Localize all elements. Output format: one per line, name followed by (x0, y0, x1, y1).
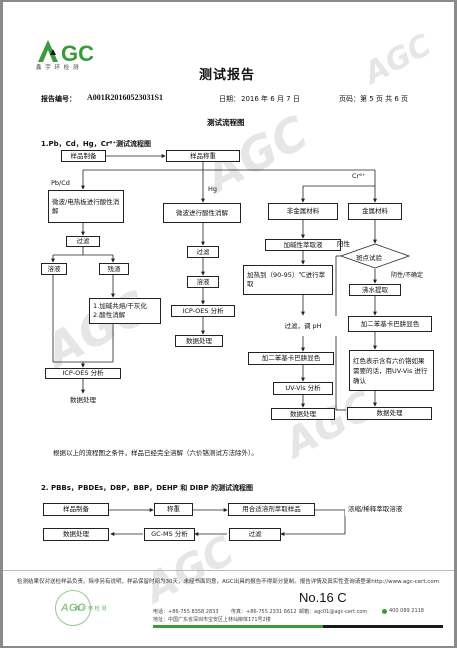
flow-title: 测试流程图 (207, 118, 245, 127)
logo-subtitle: 鑫 宇 环 检 测 (36, 65, 80, 71)
date-label: 日期： (219, 95, 240, 103)
positive-label: 阳性 (337, 240, 350, 248)
spot-test-label: 斑点试验 (356, 254, 382, 262)
report-no: A001R20160523031S1 (87, 93, 164, 102)
s2-sample-prep-box: 样品制备 (43, 503, 109, 516)
report-page: AGC AGC AGC AGC AGC GC 鑫 宇 环 检 测 测试报告 报告… (3, 2, 454, 646)
metal-box: 金属材料 (348, 203, 402, 220)
report-title: 测试报告 (199, 68, 256, 83)
section1-title: 1.Pb，Cd，Hg，Cr⁶⁺测试流程图 (41, 140, 152, 148)
filter-ph-step: 过滤，调 pH (259, 316, 347, 336)
report-no-label: 报告编号： (41, 95, 76, 103)
data-metal-box: 数据处理 (347, 407, 432, 420)
icp-oes-pb-box: ICP-OES 分析 (45, 368, 121, 379)
branch-cr-label: Cr⁶⁺ (352, 172, 366, 180)
sample-weigh-box: 样品称重 (166, 150, 240, 162)
alkali-fusion-step2: 2.酸性消解 (93, 311, 126, 319)
footer-divider (3, 570, 454, 571)
negative-label: 阴性/不确定 (391, 272, 424, 279)
flowchart-connectors (51, 154, 411, 536)
svg-text:GC: GC (61, 41, 94, 66)
company-logo: GC (36, 38, 106, 72)
pbcd-digest-box: 微波/电热板进行酸性消解 (48, 190, 124, 223)
seal-text: 鑫 宇 环 检 测 (75, 606, 107, 612)
spot-test-diamond (339, 243, 411, 269)
alkali-extract-box: 加碱性萃取液 (265, 239, 341, 251)
filter-hg-box: 过滤 (187, 246, 219, 258)
hotline-icon (382, 609, 387, 614)
footer-dark-bar (323, 625, 443, 628)
data-cr-box: 数据处理 (271, 408, 335, 420)
footer-disclaimer: 检测结果仅对送检样品负责。除非另有说明，样品保留时间为30天，未经书面同意，AG… (17, 579, 440, 585)
sample-prep-box: 样品制备 (61, 150, 106, 162)
diphenyl-box-1: 加二苯基卡巴肼显色 (248, 352, 334, 365)
s2-filter-box: 过滤 (229, 528, 281, 541)
section2-title: 2. PBBs，PBDEs，DBP，BBP，DEHP 和 DIBP 的测试流程图 (41, 484, 254, 492)
data-pb-step: 数据处理 (55, 394, 111, 406)
s2-data-box: 数据处理 (43, 528, 109, 541)
residue-box: 残渣 (99, 263, 129, 275)
solution1-box: 溶液 (41, 263, 67, 275)
branch-pbcd-label: Pb/Cd (51, 179, 70, 187)
nonmetal-box: 非金属材料 (268, 203, 338, 220)
boil-extract-box: 沸水提取 (349, 284, 401, 296)
footer-fax: 传真：+86-755 2331 6612 (231, 609, 297, 615)
document-number: No.16 C (299, 590, 347, 605)
footer-hotline: 400 089 2118 (389, 608, 424, 614)
company-seal: AGC (55, 590, 91, 626)
alkali-fusion-box: 1.加碱共熔/干灰化 2.酸性消解 (89, 298, 161, 324)
filter1-box: 过滤 (66, 236, 100, 247)
diphenyl-box-2: 加二苯基卡巴肼显色 (348, 316, 432, 332)
report-date: 2016 年 6 月 7 日 (241, 95, 300, 103)
footer-email: 邮箱：agc01@agc-cert.com (299, 609, 368, 615)
page-number: 页码：第 5 页 共 6 页 (339, 95, 409, 103)
data-hg-box: 数据处理 (175, 335, 223, 347)
section1-footnote: 根据以上的流程图之条件，样品已经完全溶解（六价铬测试方法除外）。 (53, 449, 258, 457)
branch-hg-label: Hg (208, 185, 218, 193)
solution-hg-box: 溶液 (187, 276, 219, 288)
s2-gcms-box: GC-MS 分析 (144, 528, 195, 541)
s2-weigh-box: 称重 (154, 503, 193, 516)
alkali-fusion-step1: 1.加碱共熔/干灰化 (93, 302, 147, 310)
footer-address: 地址：中国广东省深圳市宝安区上林仙柳体171号2楼 (153, 617, 271, 623)
cr-confirm-note: 红色表示含有六价铬如果需要的话，用UV-Vis 进行确认 (349, 350, 434, 391)
s2-extract-box: 用合适溶剂萃取样品 (228, 503, 315, 516)
footer-tel: 电话：+86-755 8358 2833 (153, 609, 219, 615)
footer-green-bar (153, 625, 443, 628)
s2-concentrate-label: 浓缩/稀释萃取溶液 (345, 503, 437, 516)
hg-digest-box: 微波进行酸性消解 (163, 203, 241, 223)
icp-oes-hg-box: ICP-OES 分析 (171, 305, 235, 317)
svg-text:AGC: AGC (60, 602, 87, 614)
heat-extract-box: 加热到（90-95）℃进行萃取 (243, 265, 333, 295)
uvvis-box: UV-Vis 分析 (273, 382, 333, 395)
